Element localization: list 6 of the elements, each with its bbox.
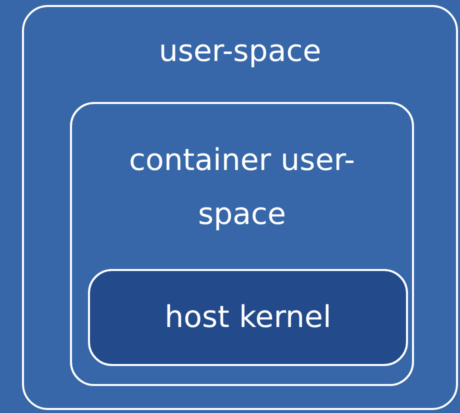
box-label: container user-space <box>128 142 356 234</box>
box-label: user-space <box>158 33 322 71</box>
box-label: host kernel <box>164 299 332 337</box>
rounded-box <box>70 102 414 386</box>
rounded-box <box>22 5 458 410</box>
rounded-box <box>88 269 408 366</box>
